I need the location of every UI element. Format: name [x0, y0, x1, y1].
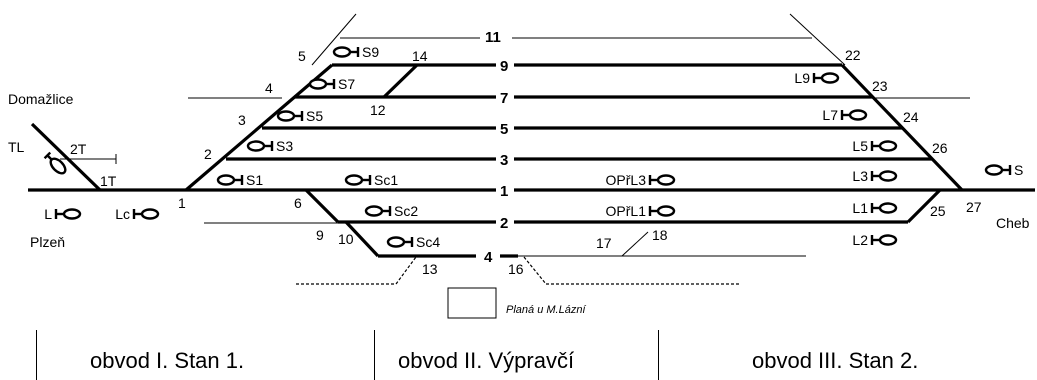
track-number-5: 5: [500, 121, 508, 138]
track-number-4: 4: [484, 249, 493, 266]
track-number-3: 3: [500, 152, 508, 169]
switch-label-13: 13: [422, 261, 438, 277]
station-building-plana: [447, 287, 497, 319]
switch-label-17: 17: [596, 235, 612, 251]
signal-label-l9: L9: [794, 70, 810, 86]
signal-label-l: L: [44, 206, 52, 222]
signal-s-icon: [984, 164, 1012, 176]
signal-label-l1: L1: [852, 200, 868, 216]
switch-17-18: [621, 231, 649, 257]
signal-l1-icon: [870, 202, 898, 214]
signal-label-l2: L2: [852, 232, 868, 248]
switch-label-24: 24: [903, 109, 919, 125]
switch-label-22: 22: [845, 47, 861, 63]
track-number-11: 11: [485, 29, 501, 46]
signal-tl-icon: [43, 151, 67, 175]
switch-label-1: 1: [178, 195, 186, 211]
signal-label-opl1: OPřL1: [606, 203, 647, 219]
switch-label-26: 26: [932, 140, 948, 156]
track-11-left-branch: [311, 13, 357, 66]
signal-label-s9: S9: [362, 44, 379, 60]
switch-label-27: 27: [966, 199, 982, 215]
section-label-vypravci: obvod II. Výpravčí: [398, 348, 575, 373]
signal-label-opl3: OPřL3: [606, 172, 647, 188]
station-plzen: Plzeň: [30, 234, 65, 250]
signal-lc-icon: [132, 208, 160, 220]
left-ladder: [184, 63, 334, 192]
signal-s3-icon: [246, 140, 274, 152]
signal-l2-icon: [870, 234, 898, 246]
signal-label-s5: S5: [306, 108, 323, 124]
section-divider: [36, 330, 37, 380]
switch-label-2t: 2T: [70, 141, 87, 157]
switch-label-2: 2: [204, 146, 212, 162]
switch-label-18: 18: [652, 227, 668, 243]
signal-s5-icon: [276, 110, 304, 122]
section-label-stan-2: obvod III. Stan 2.: [752, 348, 919, 373]
operator-sections: obvod I. Stan 1. obvod II. Výpravčí obvo…: [0, 330, 1037, 380]
signal-l3-icon: [870, 170, 898, 182]
thin-lines: [60, 13, 970, 257]
signal-l5-icon: [870, 140, 898, 152]
track-number-2: 2: [500, 215, 508, 232]
signal-label-lc: Lc: [115, 206, 130, 222]
switch-label-3: 3: [238, 112, 246, 128]
signal-s7-icon: [308, 78, 336, 90]
switch-label-10: 10: [338, 231, 354, 247]
station-plana: Planá u M.Lázní: [506, 304, 586, 316]
signal-s1-icon: [216, 174, 244, 186]
switch-label-14: 14: [412, 48, 428, 64]
switch-label-23: 23: [872, 78, 888, 94]
signal-l-icon: [54, 208, 82, 220]
switch-10: [344, 220, 380, 258]
track-number-1: 1: [500, 183, 508, 200]
switch-label-16: 16: [508, 261, 524, 277]
signal-s9-icon: [332, 46, 360, 58]
signal-label-l7: L7: [822, 107, 838, 123]
crossover-14-12: [382, 63, 419, 99]
track-number-7: 7: [500, 90, 508, 107]
station-domazlice: Domažlice: [8, 91, 74, 107]
section-divider: [658, 330, 659, 380]
signal-label-sc4: Sc4: [416, 234, 440, 250]
signal-l9-icon: [812, 72, 840, 84]
switch-label-1t: 1T: [100, 173, 117, 189]
signal-opl1-icon: [648, 205, 676, 217]
switch-label-25: 25: [930, 203, 946, 219]
track-11-right-branch: [789, 13, 846, 66]
signal-label-l3: L3: [852, 168, 868, 184]
thick-tracks: [28, 63, 1035, 258]
signal-label-sc2: Sc2: [394, 203, 418, 219]
section-divider: [374, 330, 375, 380]
switch-label-9: 9: [316, 227, 324, 243]
switch-label-4: 4: [265, 80, 273, 96]
dashed-lines: [296, 256, 740, 285]
switch-6: [304, 188, 340, 224]
siding-tl: [30, 122, 102, 192]
station-cheb: Cheb: [996, 215, 1030, 231]
signal-l7-icon: [840, 109, 868, 121]
signal-label-s7: S7: [338, 76, 355, 92]
signal-label-tl: TL: [8, 139, 25, 155]
switch-25: [906, 188, 942, 224]
signal-label-sc1: Sc1: [374, 172, 398, 188]
signal-sc1-icon: [344, 174, 372, 186]
switch-label-6: 6: [294, 195, 302, 211]
signal-sc2-icon: [364, 205, 392, 217]
labels: Domažlice Plzeň Cheb Planá u M.Lázní 11 …: [8, 29, 1030, 316]
signal-label-s1: S1: [246, 172, 263, 188]
signal-opl3-icon: [648, 174, 676, 186]
track-number-9: 9: [500, 58, 508, 75]
switch-label-5: 5: [298, 48, 306, 64]
signal-label-s3: S3: [276, 138, 293, 154]
switch-label-12: 12: [370, 102, 386, 118]
signal-sc4-icon: [386, 236, 414, 248]
signal-label-s: S: [1014, 162, 1023, 178]
signal-label-l5: L5: [852, 138, 868, 154]
section-label-stan-1: obvod I. Stan 1.: [90, 348, 245, 373]
